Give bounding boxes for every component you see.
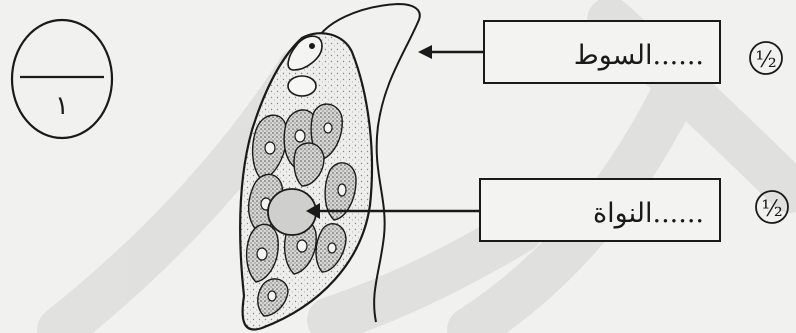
mark-value: ½ bbox=[761, 197, 782, 222]
answer-text-nucleus: النواة...... bbox=[593, 198, 704, 229]
arrowhead-icon bbox=[418, 45, 432, 59]
contractile-vacuole bbox=[288, 76, 316, 96]
answer-box-nucleus: النواة...... bbox=[480, 179, 720, 241]
score-denominator: ١ bbox=[55, 91, 69, 121]
answer-box-flagellum: السوط...... bbox=[484, 21, 720, 83]
mark-circle-1: ½ bbox=[750, 42, 782, 74]
answer-text-flagellum: السوط...... bbox=[574, 40, 704, 71]
mark-value: ½ bbox=[755, 48, 776, 73]
score-circle: ١ bbox=[12, 20, 112, 138]
eyespot bbox=[309, 43, 315, 49]
